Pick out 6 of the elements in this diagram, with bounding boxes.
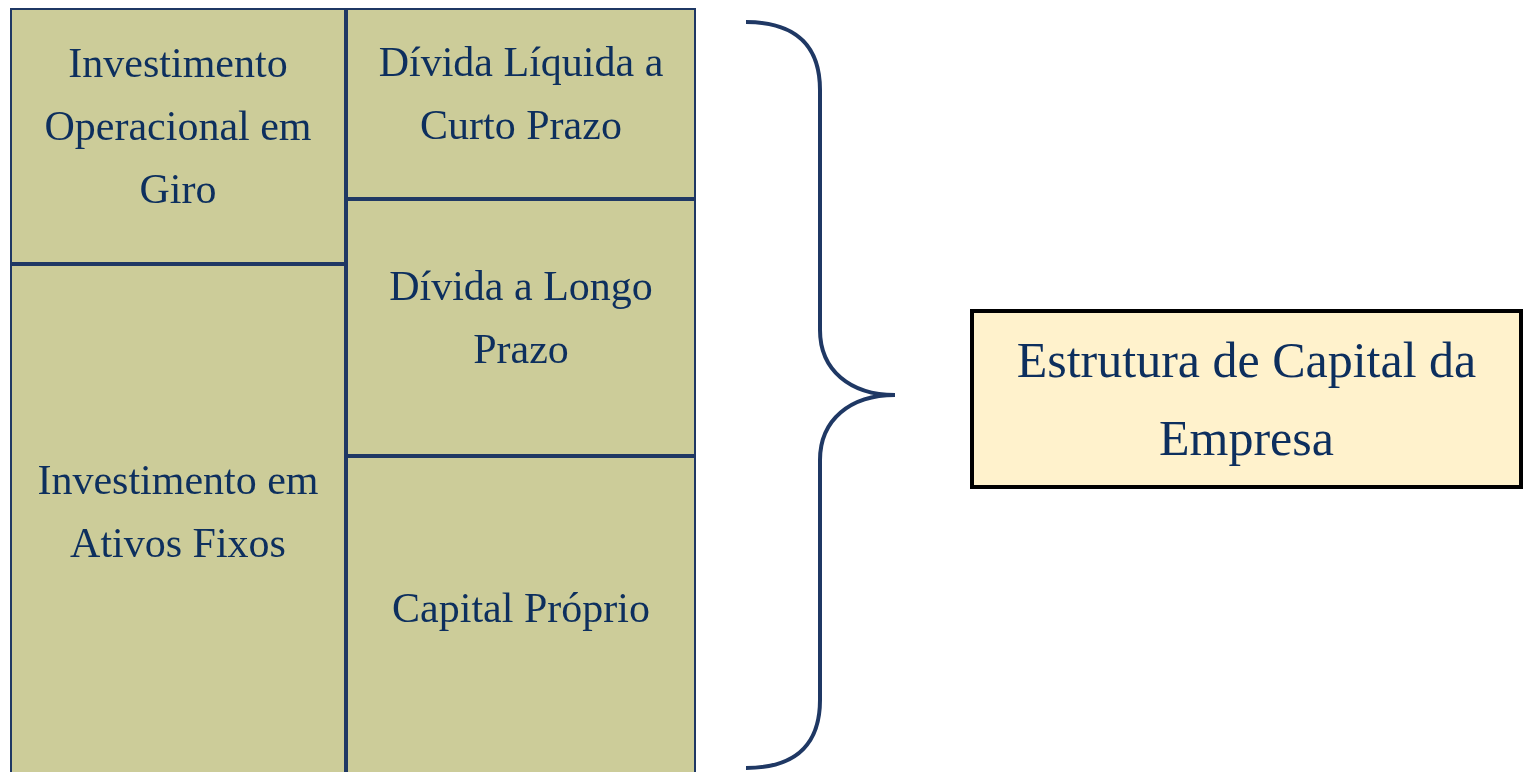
balance-cell: Investimento Operacional em Giro [10,8,346,264]
balance-cell: Dívida a Longo Prazo [346,199,696,456]
balance-cell: Dívida Líquida a Curto Prazo [346,8,696,199]
label-box: Estrutura de Capital da Empresa [970,309,1523,489]
balance-cell: Investimento em Ativos Fixos [10,264,346,772]
balance-cell: Capital Próprio [346,456,696,772]
